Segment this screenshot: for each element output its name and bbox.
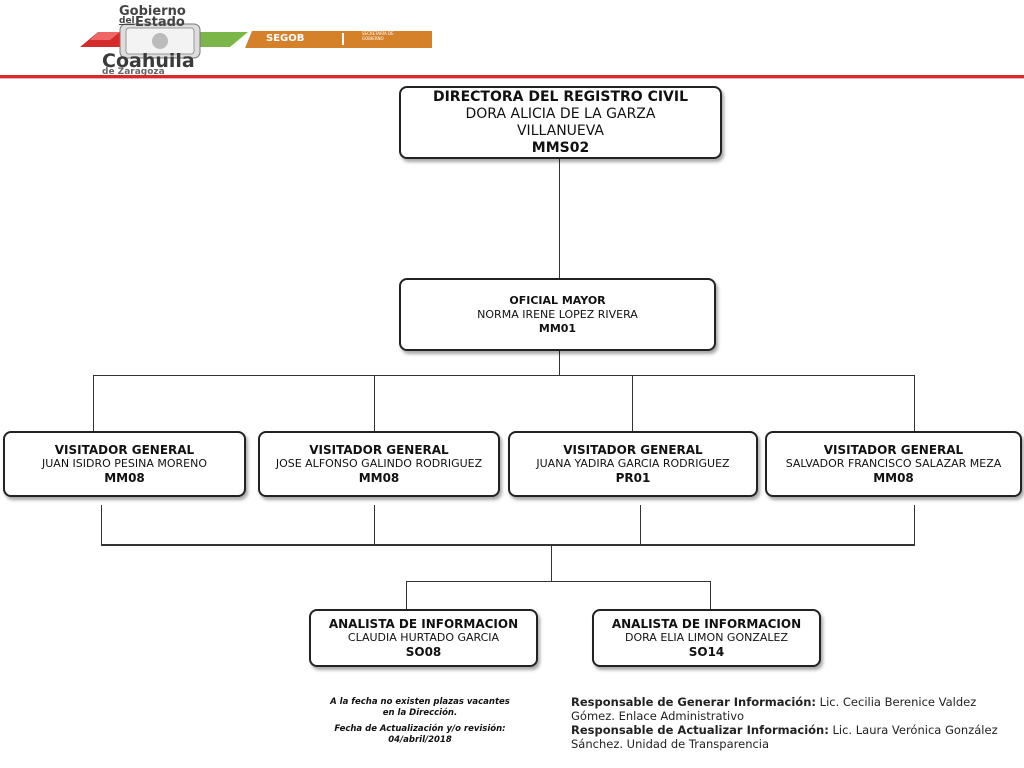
logo-text-coahuila: Coahuila bbox=[102, 50, 195, 72]
org-box-oficial-mayor: OFICIAL MAYOR NORMA IRENE LOPEZ RIVERA M… bbox=[399, 278, 716, 351]
resp-actualizar: Responsable de Actualizar Información: L… bbox=[571, 723, 1011, 751]
position-code: MM08 bbox=[104, 471, 145, 485]
connector-v1-up bbox=[93, 375, 94, 431]
position-title: DIRECTORA DEL REGISTRO CIVIL bbox=[432, 88, 689, 105]
org-box-visitador-3: VISITADOR GENERAL JUANA YADIRA GARCIA RO… bbox=[508, 431, 758, 497]
logo-graphic bbox=[80, 23, 432, 59]
connector-lower-trunk bbox=[551, 545, 552, 582]
responsables-block: Responsable de Generar Información: Lic.… bbox=[571, 695, 1011, 751]
position-code: MM08 bbox=[873, 471, 914, 485]
resp-actualizar-label: Responsable de Actualizar Información: bbox=[571, 723, 829, 737]
logo-text-estado: Estado bbox=[135, 15, 185, 30]
connector-v4-down bbox=[914, 505, 915, 545]
person-name: CLAUDIA HURTADO GARCIA bbox=[347, 631, 500, 644]
position-code: MM08 bbox=[358, 471, 400, 485]
logo-text-zaragoza: de Zaragoza bbox=[102, 67, 165, 77]
segob-label: SEGOB bbox=[266, 33, 305, 44]
position-title: VISITADOR GENERAL bbox=[309, 443, 449, 457]
connector-analistas-hbar bbox=[406, 581, 711, 582]
person-name: JOSE ALFONSO GALINDO RODRIGUEZ bbox=[275, 457, 483, 470]
person-name-cont: VILLANUEVA bbox=[516, 122, 605, 139]
logo-text-del: del bbox=[119, 16, 135, 26]
vacantes-line-1: A la fecha no existen plazas vacantes bbox=[330, 697, 510, 707]
connector-v3-down bbox=[640, 505, 641, 545]
resp-generar-label: Responsable de Generar Información: bbox=[571, 695, 816, 709]
person-name: SALVADOR FRANCISCO SALAZAR MEZA bbox=[785, 457, 1002, 470]
connector-v2-down bbox=[374, 505, 375, 545]
person-name: JUAN ISIDRO PESINA MORENO bbox=[42, 457, 207, 470]
fecha-value: 04/abril/2018 bbox=[388, 735, 452, 745]
connector-lower-hbar bbox=[101, 544, 915, 546]
person-name: NORMA IRENE LOPEZ RIVERA bbox=[477, 307, 638, 321]
resp-generar-value: Lic. Cecilia Berenice Valdez Gómez. Enla… bbox=[571, 695, 977, 723]
vacantes-note: A la fecha no existen plazas vacantes en… bbox=[320, 697, 520, 746]
org-box-visitador-1: VISITADOR GENERAL JUAN ISIDRO PESINA MOR… bbox=[3, 431, 246, 497]
position-title: ANALISTA DE INFORMACION bbox=[328, 617, 519, 631]
connector-a1-up bbox=[406, 581, 407, 609]
resp-actualizar-value: Lic. Laura Verónica González Sánchez. Un… bbox=[571, 723, 998, 751]
connector-oficial-down bbox=[559, 350, 560, 376]
connector-v4-up bbox=[914, 375, 915, 431]
org-box-visitador-4: VISITADOR GENERAL SALVADOR FRANCISCO SAL… bbox=[765, 431, 1022, 497]
position-title: ANALISTA DE INFORMACION bbox=[611, 617, 802, 631]
org-box-director: DIRECTORA DEL REGISTRO CIVIL DORA ALICIA… bbox=[399, 86, 722, 159]
position-title: VISITADOR GENERAL bbox=[54, 443, 195, 457]
header-divider-shadow bbox=[0, 78, 1024, 79]
position-code: PR01 bbox=[615, 471, 651, 485]
connector-visitadores-hbar bbox=[93, 375, 915, 376]
person-name: DORA ALICIA DE LA GARZA bbox=[465, 105, 656, 122]
position-title: OFICIAL MAYOR bbox=[509, 293, 606, 307]
logo-text-gobierno: Gobierno bbox=[119, 4, 186, 19]
connector-a2-up bbox=[710, 581, 711, 609]
position-title: VISITADOR GENERAL bbox=[563, 443, 703, 457]
vacantes-line-2: en la Dirección. bbox=[382, 708, 458, 718]
position-code: SO14 bbox=[688, 645, 725, 659]
position-code: MMS02 bbox=[531, 139, 590, 156]
connector-v2-up bbox=[374, 375, 375, 431]
person-name: DORA ELIA LIMON GONZALEZ bbox=[624, 631, 789, 644]
segob-secretaria: SECRETARÍA DE GOBIERNO bbox=[362, 31, 394, 41]
position-code: SO08 bbox=[405, 645, 442, 659]
position-title: VISITADOR GENERAL bbox=[823, 443, 964, 457]
connector-director-oficial bbox=[559, 158, 560, 278]
header-divider bbox=[0, 75, 1024, 78]
resp-generar: Responsable de Generar Información: Lic.… bbox=[571, 695, 1011, 723]
person-name: JUANA YADIRA GARCIA RODRIGUEZ bbox=[536, 457, 730, 470]
connector-v1-down bbox=[101, 505, 102, 545]
connector-v3-up bbox=[632, 375, 633, 431]
org-box-visitador-2: VISITADOR GENERAL JOSE ALFONSO GALINDO R… bbox=[258, 431, 500, 497]
org-box-analista-1: ANALISTA DE INFORMACION CLAUDIA HURTADO … bbox=[309, 609, 538, 667]
fecha-label: Fecha de Actualización y/o revisión: bbox=[334, 724, 506, 734]
position-code: MM01 bbox=[538, 321, 577, 335]
org-box-analista-2: ANALISTA DE INFORMACION DORA ELIA LIMON … bbox=[592, 609, 821, 667]
coahuila-logo: Gobierno del Estado Coahuila de Zaragoza… bbox=[80, 2, 440, 77]
